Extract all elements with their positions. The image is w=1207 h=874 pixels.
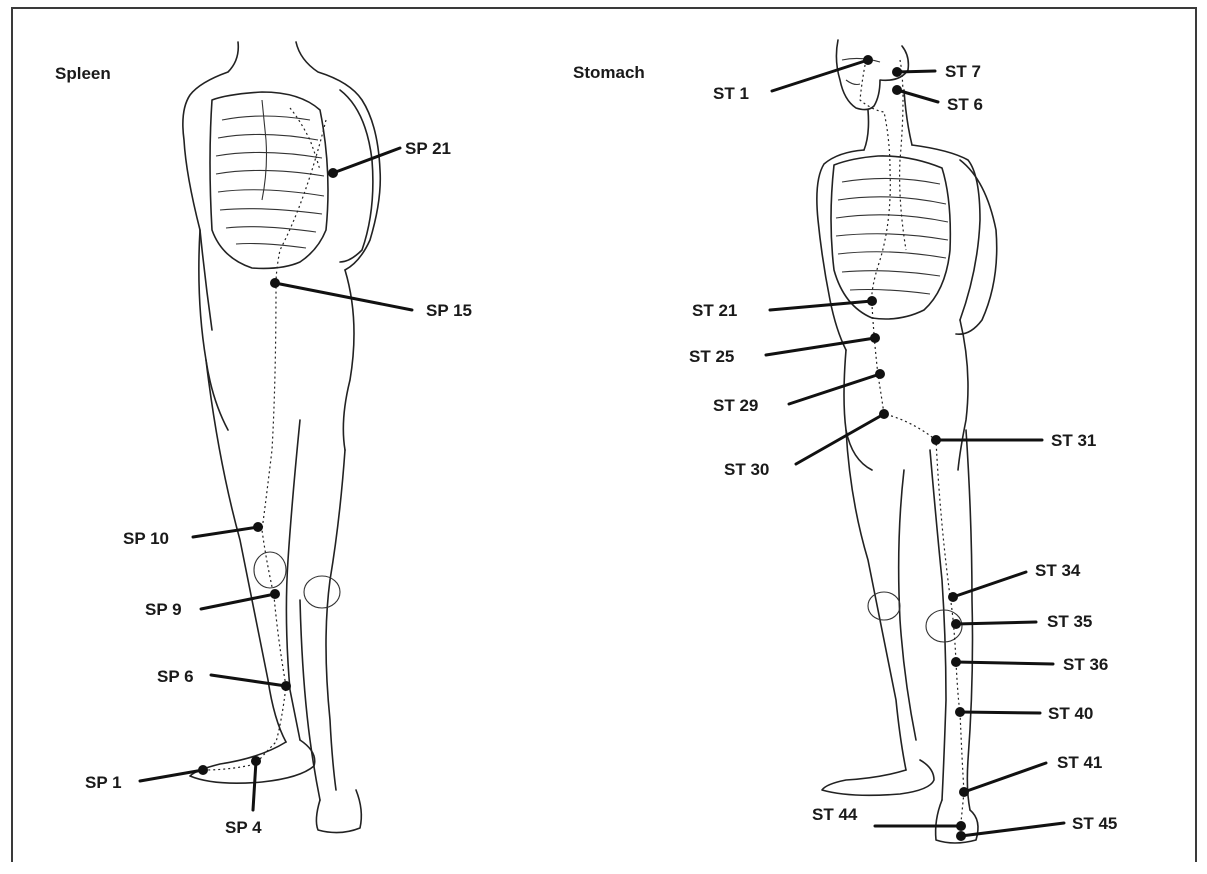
point-label-st21: ST 21 <box>692 301 737 320</box>
figure-frame <box>12 8 1196 862</box>
point-label-sp6: SP 6 <box>157 667 194 686</box>
point-label-st1: ST 1 <box>713 84 749 103</box>
point-label-sp10: SP 10 <box>123 529 169 548</box>
spleen-title: Spleen <box>55 64 111 83</box>
spleen-point-labels: SP 21 SP 15 SP 10 SP 9 SP 6 SP 1 SP 4 <box>85 139 472 837</box>
point-label-st36: ST 36 <box>1063 655 1108 674</box>
stomach-point-labels: ST 1 ST 7 ST 6 ST 21 ST 25 ST 29 ST 30 S… <box>689 55 1117 841</box>
point-label-st25: ST 25 <box>689 347 734 366</box>
spleen-figure <box>183 42 380 833</box>
point-label-sp4: SP 4 <box>225 818 262 837</box>
point-label-sp21: SP 21 <box>405 139 451 158</box>
point-label-st34: ST 34 <box>1035 561 1081 580</box>
point-label-sp15: SP 15 <box>426 301 472 320</box>
point-label-st44: ST 44 <box>812 805 858 824</box>
point-label-st30: ST 30 <box>724 460 769 479</box>
point-label-sp9: SP 9 <box>145 600 182 619</box>
point-label-st45: ST 45 <box>1072 814 1117 833</box>
point-label-st6: ST 6 <box>947 95 983 114</box>
stomach-title: Stomach <box>573 63 645 82</box>
point-label-st35: ST 35 <box>1047 612 1092 631</box>
point-label-st31: ST 31 <box>1051 431 1096 450</box>
point-label-st7: ST 7 <box>945 62 981 81</box>
point-label-st41: ST 41 <box>1057 753 1102 772</box>
point-label-st40: ST 40 <box>1048 704 1093 723</box>
point-label-sp1: SP 1 <box>85 773 122 792</box>
point-label-st29: ST 29 <box>713 396 758 415</box>
